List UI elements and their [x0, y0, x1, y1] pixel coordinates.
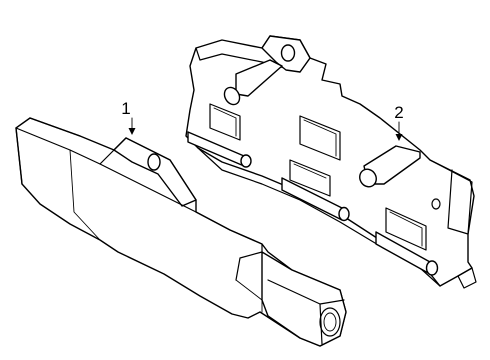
callout-1-arrowhead	[128, 128, 136, 135]
callout-2-arrowhead	[395, 134, 403, 141]
callout-2-label: 2	[394, 103, 403, 122]
part-2-bracket	[185, 35, 477, 289]
part-1-sensor	[15, 117, 347, 347]
callout-1: 1	[121, 99, 136, 135]
callout-2: 2	[394, 103, 404, 141]
callout-1-label: 1	[121, 99, 130, 118]
